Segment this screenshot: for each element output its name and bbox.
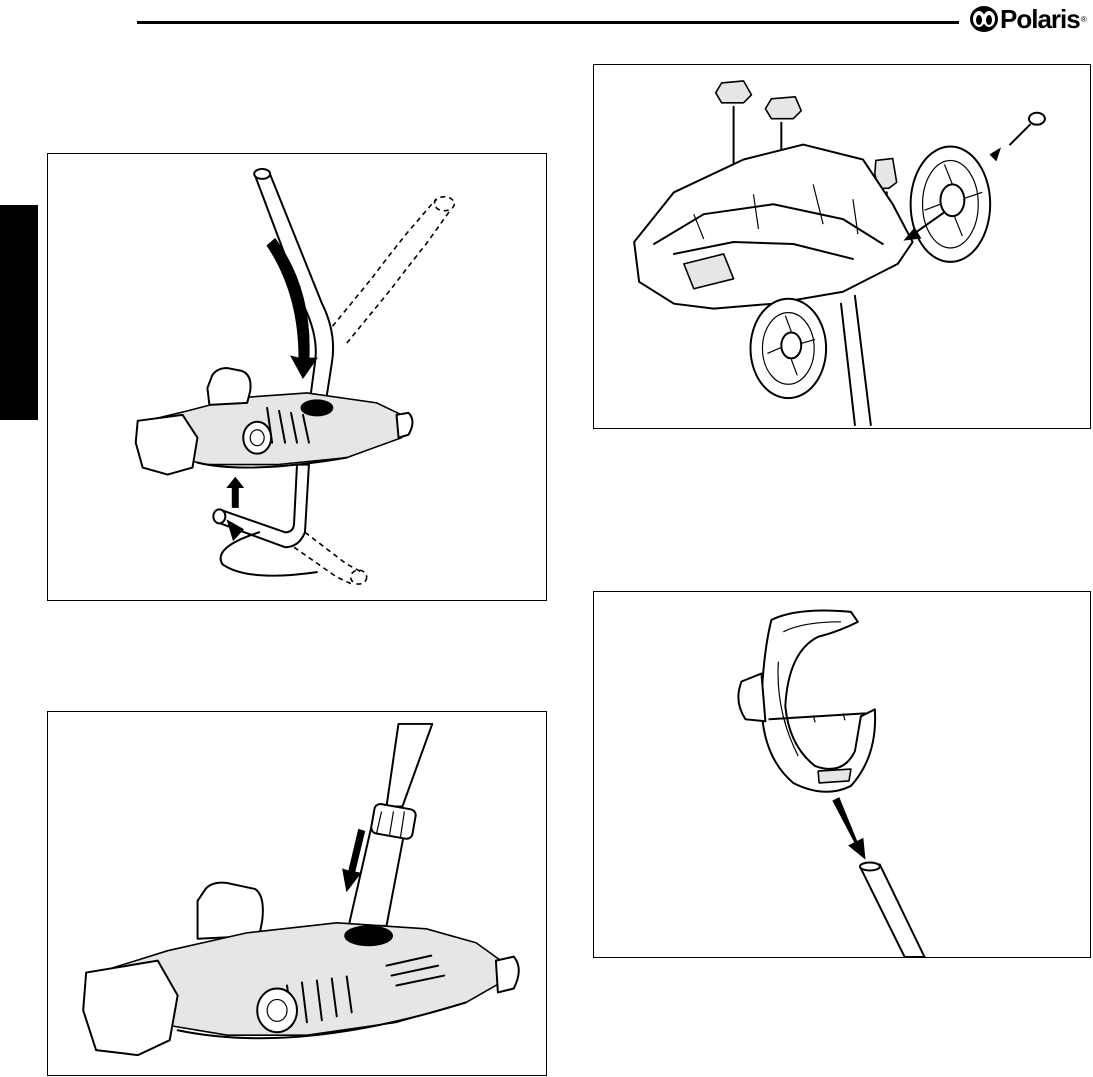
figure-swivel-hose bbox=[47, 153, 547, 601]
header-rule bbox=[137, 21, 959, 24]
figure-bumper bbox=[593, 591, 1091, 958]
wheel-clip-illustration bbox=[594, 65, 1090, 428]
hose-insert-illustration bbox=[48, 712, 546, 1075]
polaris-logo-icon bbox=[968, 4, 1000, 34]
brand-trademark: ® bbox=[1081, 15, 1087, 24]
section-tab bbox=[0, 205, 38, 420]
brand-name: Polaris bbox=[1000, 4, 1080, 35]
figure-wheels-clips bbox=[593, 64, 1091, 429]
bumper-illustration bbox=[594, 592, 1090, 957]
brand-logo: Polaris® bbox=[968, 2, 1087, 36]
figure-hose-insert bbox=[47, 711, 547, 1076]
swivel-hose-illustration bbox=[48, 154, 546, 600]
